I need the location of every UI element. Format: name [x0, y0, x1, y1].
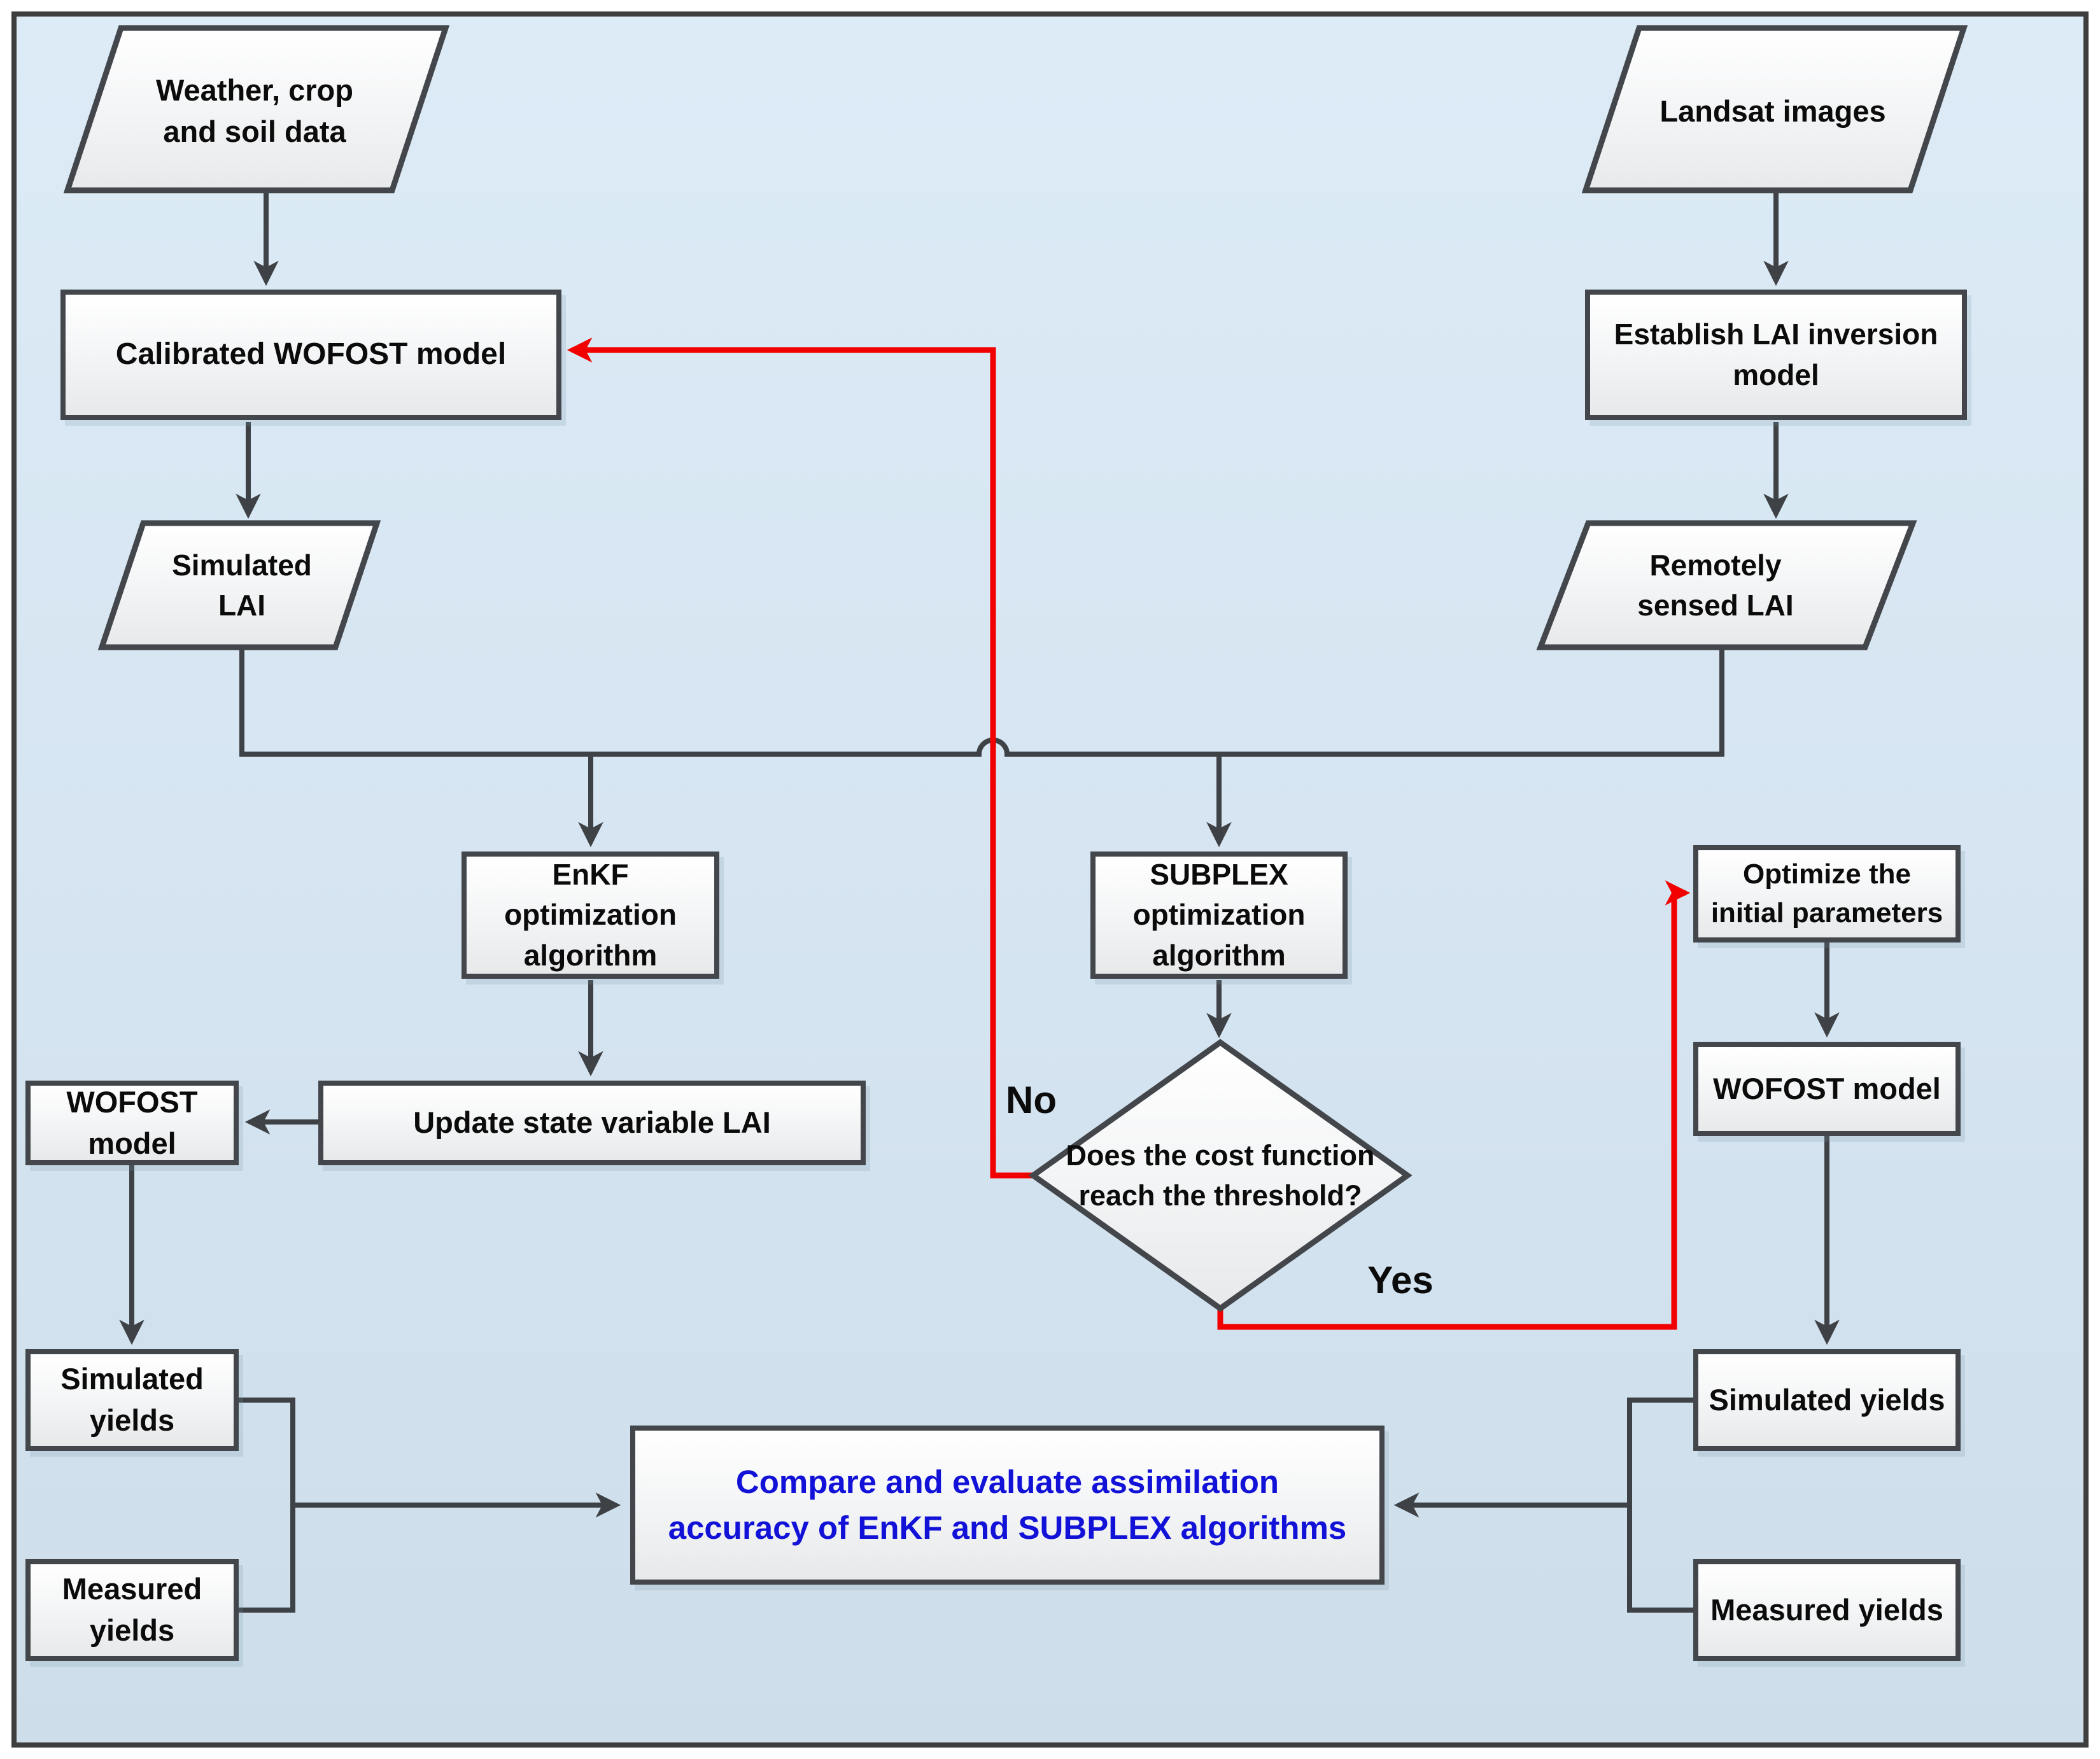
node-cost-function-decision: Does the cost function reach the thresho… — [1042, 1117, 1399, 1235]
node-measured-yields-right-label: Measured yields — [1710, 1592, 1943, 1627]
node-landsat-images-label: Landsat images — [1660, 94, 1886, 128]
node-calibrated-wofost-model-label: Calibrated WOFOST model — [115, 337, 507, 372]
node-weather-crop-soil-data-label: Weather, crop and soil data — [156, 73, 353, 148]
node-measured-yields-right: Measured yields — [1693, 1559, 1961, 1661]
node-simulated-yields-right: Simulated yields — [1693, 1349, 1961, 1451]
edge-left-yields-bracket — [239, 1398, 295, 1613]
edge-label-yes: Yes — [1367, 1258, 1434, 1301]
node-establish-lai-inversion-model-label: Establish LAI inversion model — [1614, 318, 1938, 391]
node-enkf-optimization-algorithm: EnKF optimization algorithm — [462, 851, 719, 979]
node-update-state-variable-lai: Update state variable LAI — [318, 1081, 866, 1165]
node-optimize-initial-parameters-label: Optimize the initial parameters — [1710, 858, 1943, 929]
node-enkf-optimization-algorithm-label: EnKF optimization algorithm — [504, 857, 677, 972]
node-landsat-images: Landsat images — [1610, 38, 1935, 185]
node-cost-function-decision-label: Does the cost function reach the thresho… — [1066, 1139, 1375, 1212]
node-measured-yields-left-label: Measured yields — [62, 1572, 202, 1647]
node-wofost-model-left-label: WOFOST model — [66, 1084, 198, 1160]
edge-label-no: No — [1006, 1078, 1057, 1121]
node-remotely-sensed-lai: Remotely sensed LAI — [1572, 535, 1859, 636]
node-establish-lai-inversion-model: Establish LAI inversion model — [1585, 290, 1967, 420]
node-compare-evaluate-assimilation: Compare and evaluate assimilation accura… — [630, 1426, 1385, 1585]
node-simulated-yields-right-label: Simulated yields — [1709, 1382, 1945, 1417]
shape-remote-lai-parallelogram — [1536, 520, 1917, 650]
node-calibrated-wofost-model: Calibrated WOFOST model — [60, 290, 561, 420]
shape-decision-diamond — [1028, 1039, 1413, 1312]
edge-yes-to-optimize — [1217, 880, 1691, 1330]
node-optimize-initial-parameters: Optimize the initial parameters — [1693, 845, 1961, 943]
shape-simulated-lai-parallelogram — [97, 520, 381, 650]
node-simulated-lai-label: Simulated LAI — [172, 548, 312, 622]
node-measured-yields-left: Measured yields — [25, 1559, 239, 1661]
node-simulated-lai: Simulated LAI — [127, 535, 356, 636]
node-wofost-model-right-label: WOFOST model — [1713, 1071, 1941, 1105]
shape-landsat-parallelogram — [1581, 25, 1968, 193]
node-subplex-optimization-algorithm-label: SUBPLEX optimization algorithm — [1132, 857, 1306, 972]
node-compare-evaluate-assimilation-label: Compare and evaluate assimilation accura… — [668, 1463, 1347, 1546]
node-subplex-optimization-algorithm: SUBPLEX optimization algorithm — [1090, 851, 1348, 979]
node-simulated-yields-left: Simulated yields — [25, 1349, 239, 1451]
edge-right-yields-bracket — [1627, 1398, 1693, 1613]
node-wofost-model-right: WOFOST model — [1693, 1042, 1961, 1136]
node-remotely-sensed-lai-label: Remotely sensed LAI — [1637, 548, 1794, 622]
node-weather-crop-soil-data: Weather, crop and soil data — [95, 38, 414, 185]
shape-weather-parallelogram — [63, 25, 450, 193]
edge-no-loop-to-calibrated — [567, 337, 1033, 1179]
edge-lai-bus-line — [239, 647, 1724, 757]
node-update-state-variable-lai-label: Update state variable LAI — [413, 1105, 771, 1140]
node-wofost-model-left: WOFOST model — [25, 1081, 239, 1165]
node-simulated-yields-left-label: Simulated yields — [60, 1362, 204, 1437]
